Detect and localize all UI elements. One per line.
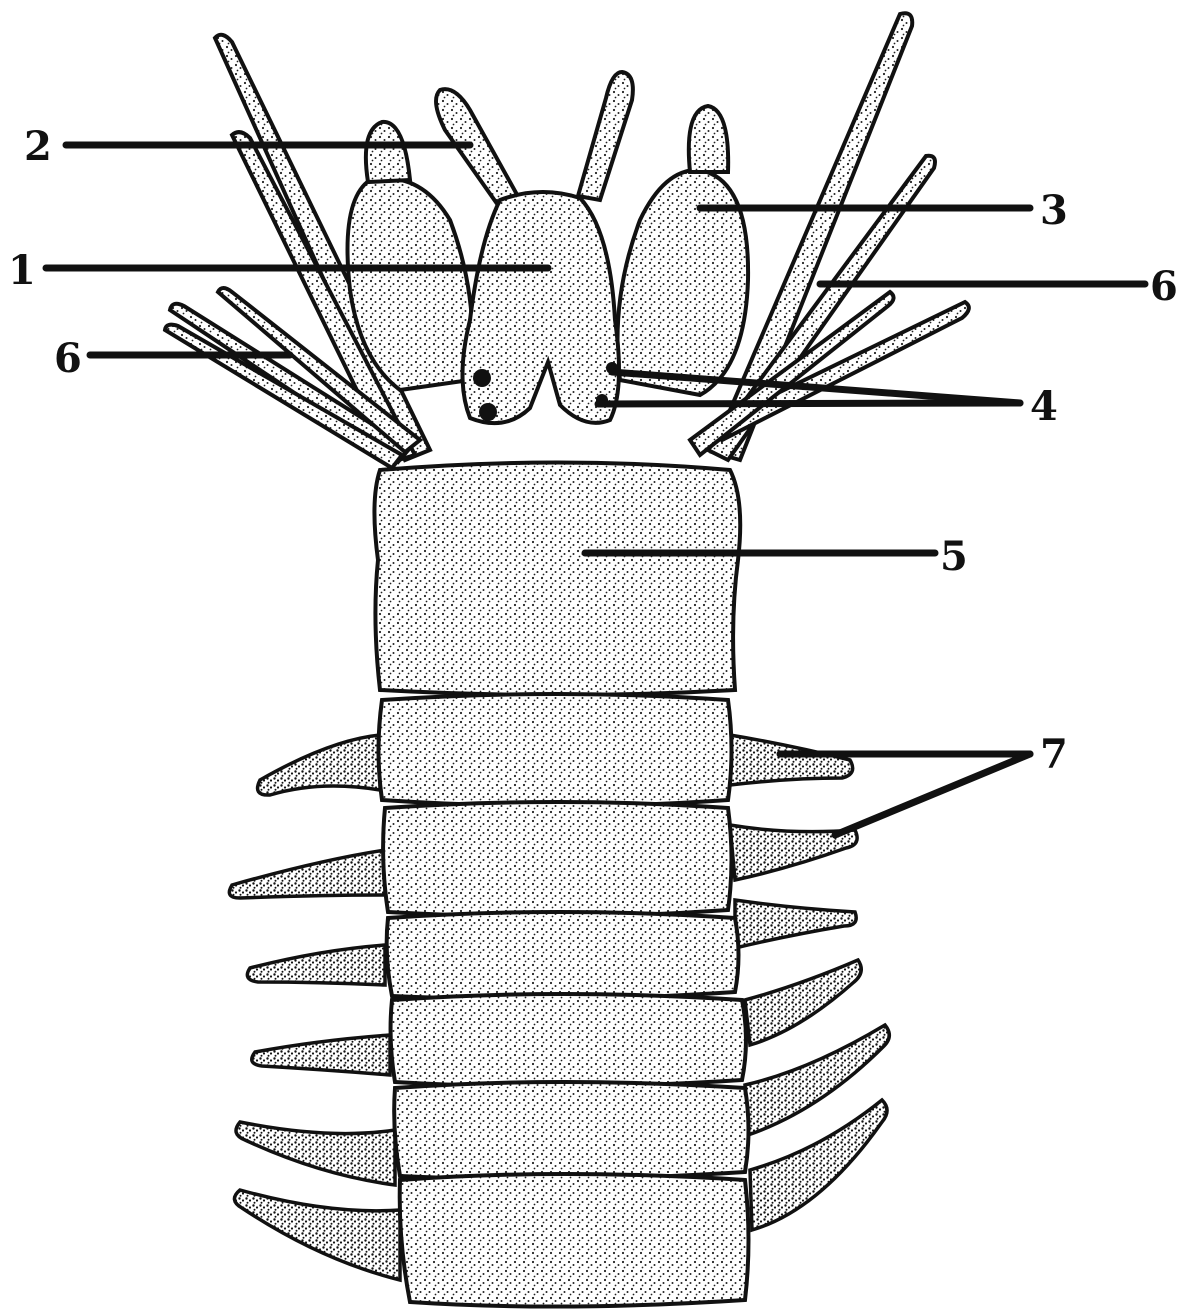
leader-4b <box>598 403 1020 404</box>
parapodium-right-4 <box>745 960 861 1045</box>
segment-1 <box>379 694 732 806</box>
palp-right <box>618 170 749 395</box>
label-6-right: 6 <box>1150 263 1178 310</box>
parapodium-right-3 <box>735 900 856 948</box>
parapodium-left-1 <box>258 735 380 795</box>
body-segments <box>379 694 749 1307</box>
antenna-right <box>578 72 633 200</box>
peristomium <box>374 463 740 696</box>
parapodium-left-2 <box>229 850 385 898</box>
segment-5 <box>394 1082 748 1179</box>
eye-2 <box>479 403 497 421</box>
segment-3 <box>387 912 739 999</box>
segment-6 <box>400 1174 749 1307</box>
segment-4 <box>391 994 746 1087</box>
label-4: 4 <box>1030 383 1058 430</box>
parapodium-left-6 <box>234 1190 400 1280</box>
label-3: 3 <box>1040 187 1068 234</box>
label-5: 5 <box>940 533 968 580</box>
parapodium-left-5 <box>236 1122 395 1185</box>
eye-1 <box>473 369 491 387</box>
segment-2 <box>383 802 731 917</box>
parapodium-left-3 <box>247 945 385 985</box>
label-2: 2 <box>24 123 52 170</box>
parapodium-left-4 <box>252 1035 390 1075</box>
label-1: 1 <box>8 247 36 294</box>
leader-7b <box>835 754 1030 835</box>
palp-left-tip <box>366 122 410 182</box>
parapodium-right-1 <box>730 735 853 785</box>
label-7: 7 <box>1040 731 1068 778</box>
label-6-left: 6 <box>54 335 82 382</box>
palp-right-tip <box>689 106 728 172</box>
prostomium <box>463 192 620 423</box>
